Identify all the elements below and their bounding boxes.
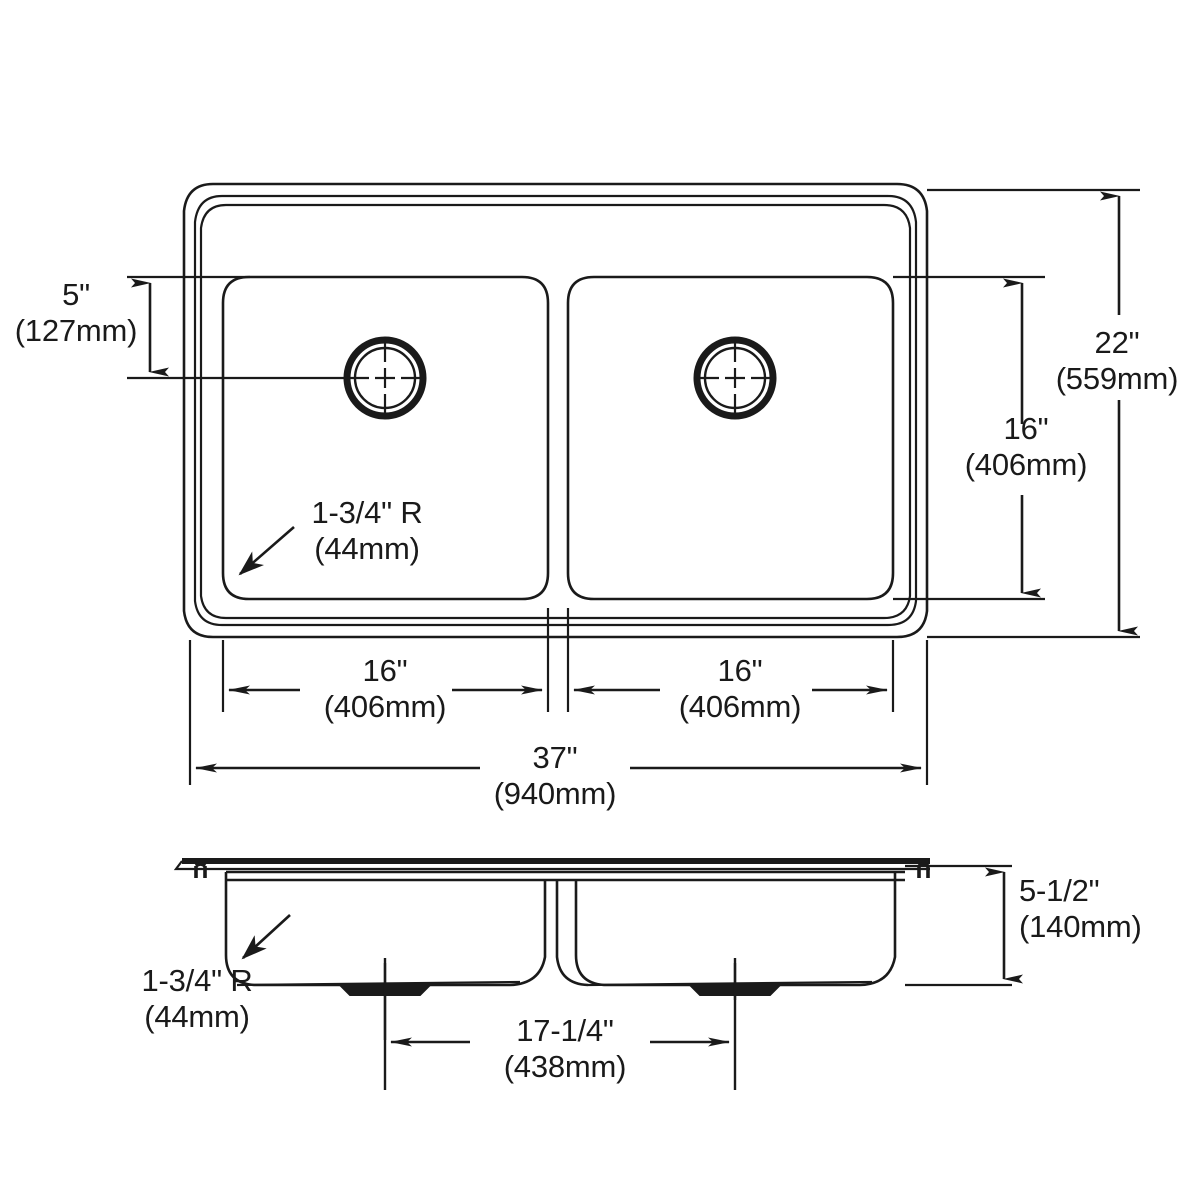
dim-label-bowl-center-from-back: 5" (127mm) <box>14 277 138 348</box>
right-drain-centerline <box>697 340 773 416</box>
top-view-geometry <box>182 182 929 639</box>
right-bowl-opening <box>566 275 895 601</box>
leader-corner-radius-top <box>238 526 295 576</box>
dim-label-corner-radius-top: 1-3/4" R (44mm) <box>311 495 423 566</box>
sink-rim-bead-line <box>199 203 912 620</box>
dim-label-bowl-depth: 16" (406mm) <box>964 411 1088 482</box>
dim-bowl-widths <box>221 608 895 712</box>
sink-rim-fold-line <box>193 194 918 627</box>
dim-label-corner-radius-side: 1-3/4" R (44mm) <box>141 963 253 1034</box>
elevation-right-bowl-inner-line <box>587 980 873 987</box>
dim-label-bowl-inner-width-side: 17-1/4" (438mm) <box>503 1013 627 1084</box>
elevation-bowl-divider <box>555 880 589 987</box>
dim-overall-depth <box>927 188 1140 639</box>
left-drain-centerline <box>347 340 423 416</box>
dim-label-overall-width: 37" (940mm) <box>493 740 617 811</box>
dim-bowl-height <box>905 864 1023 987</box>
dim-label-bowl-height: 5-1/2" (140mm) <box>1019 873 1142 944</box>
elevation-left-bowl-inner-line <box>236 980 521 987</box>
dim-label-overall-depth: 22" (559mm) <box>1055 325 1179 396</box>
mounting-clip-left-icon <box>194 862 207 878</box>
dim-bowl-center-from-back <box>127 275 350 380</box>
leader-corner-radius-side <box>241 914 291 960</box>
dim-bowl-depth <box>893 275 1045 601</box>
dim-overall-width <box>188 640 929 785</box>
sink-outer-rim-edge <box>182 182 929 639</box>
front-elevation-geometry <box>173 858 930 1040</box>
dim-label-right-bowl-width: 16" (406mm) <box>678 653 802 724</box>
left-bowl-opening <box>221 275 550 601</box>
elevation-rim-lip-left <box>173 860 930 871</box>
dim-label-left-bowl-width: 16" (406mm) <box>323 653 447 724</box>
dim-bowl-inner-width-side <box>383 963 737 1090</box>
